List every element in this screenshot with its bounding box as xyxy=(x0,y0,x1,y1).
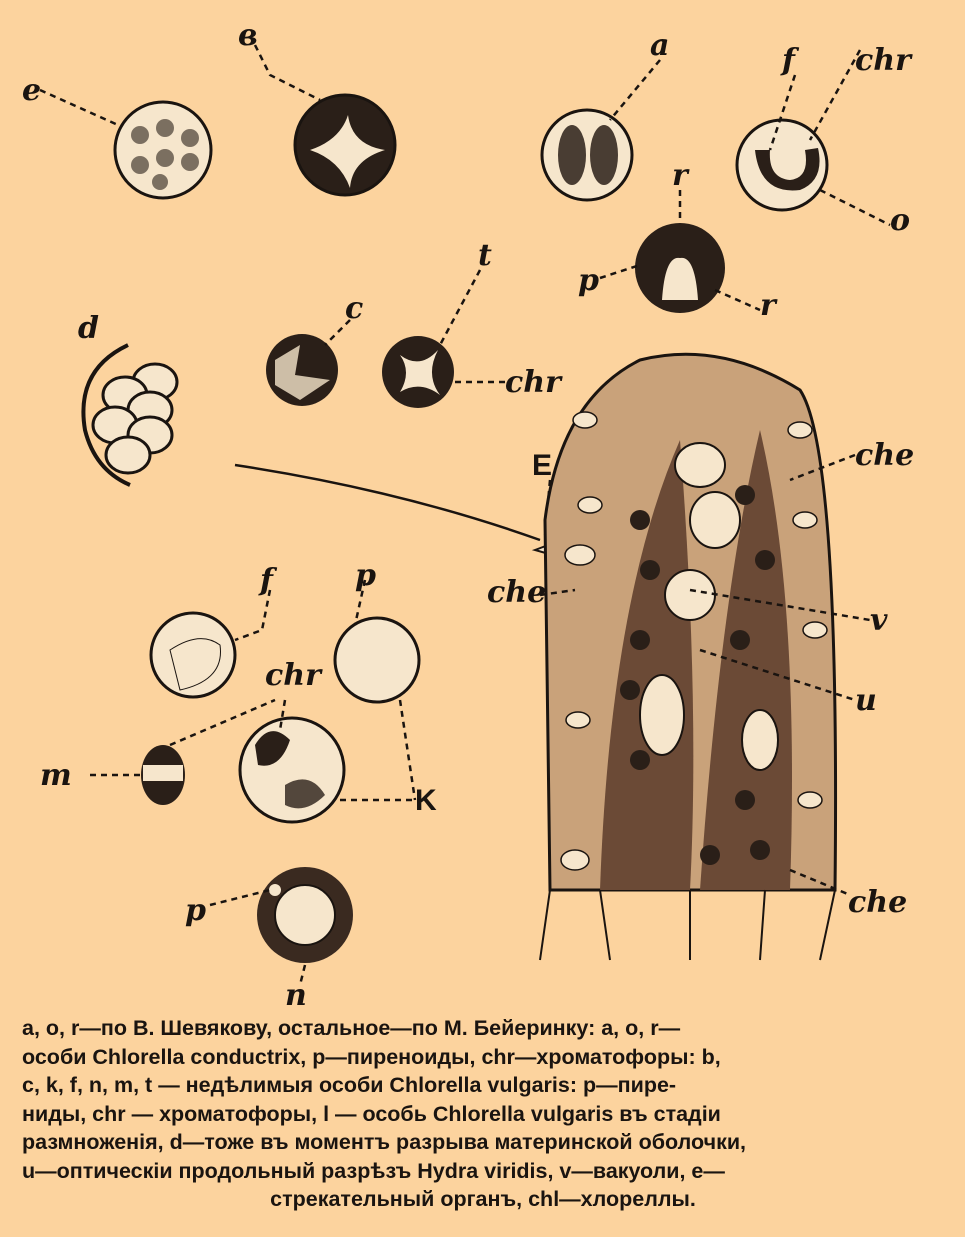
label-chr-mid: chr xyxy=(505,365,563,400)
cell-m xyxy=(90,698,276,805)
hydra-section xyxy=(539,352,871,961)
caption-line: ниды, chr — хроматофоры, l — особь Chlor… xyxy=(22,1101,721,1126)
label-E: E xyxy=(532,449,552,482)
label-che-2: che xyxy=(487,575,546,610)
cell-b xyxy=(253,44,397,197)
caption-line: особи Chlorella conductrix, p—пиреноиды,… xyxy=(22,1044,721,1069)
label-l: e xyxy=(22,73,41,108)
caption-line: u—оптическіи продольный разрѣзъ Hydra vi… xyxy=(22,1158,725,1183)
caption-line: размноженія, d—тоже въ моментъ разрыва м… xyxy=(22,1130,747,1154)
label-c: c xyxy=(345,291,363,326)
figure-caption: a, o, r—по В. Шевякову, остальное—по М. … xyxy=(22,1014,944,1214)
chlorella-hydra-illustration: e в a f chr o r p r c xyxy=(22,18,914,1010)
label-r-mid: r xyxy=(760,288,778,323)
label-chr-low: chr xyxy=(265,658,323,693)
label-k: K xyxy=(415,784,437,817)
cell-f-low xyxy=(149,589,272,699)
cell-n xyxy=(209,867,353,986)
cell-d-ruptured xyxy=(81,343,179,487)
label-t: t xyxy=(478,238,492,273)
label-m: m xyxy=(40,758,72,793)
label-chr-top: chr xyxy=(855,43,913,78)
label-p-mid: p xyxy=(578,263,599,298)
cell-c xyxy=(266,319,351,406)
cell-l-reproducing xyxy=(39,88,213,200)
label-n: n xyxy=(285,978,307,1010)
label-a: a xyxy=(650,28,669,63)
label-che-3: che xyxy=(848,885,907,920)
label-p-bottom: p xyxy=(185,893,206,928)
cell-k xyxy=(238,699,415,824)
label-p-low: p xyxy=(355,558,376,593)
caption-line: a, o, r—по В. Шевякову, остальное—по М. … xyxy=(22,1016,681,1040)
label-v: v xyxy=(870,603,888,638)
pointer-line-e xyxy=(234,463,577,562)
cell-r xyxy=(599,190,761,313)
label-o: o xyxy=(890,203,910,238)
cell-t xyxy=(382,269,505,408)
label-f-low: f xyxy=(258,563,278,598)
label-u: u xyxy=(855,683,877,718)
label-b: в xyxy=(238,18,258,53)
label-r-top: r xyxy=(672,158,690,193)
label-d: d xyxy=(78,311,99,346)
label-che-1: che xyxy=(855,438,914,473)
caption-line: c, k, f, n, m, t — недѣлимыя особи Chlor… xyxy=(22,1073,677,1097)
label-f-top: f xyxy=(780,43,800,78)
cell-p-low xyxy=(333,579,421,801)
cell-a xyxy=(540,59,661,202)
cell-chr-o xyxy=(735,49,891,227)
caption-line: стрекательный органъ, chl—хлореллы. xyxy=(270,1187,696,1211)
